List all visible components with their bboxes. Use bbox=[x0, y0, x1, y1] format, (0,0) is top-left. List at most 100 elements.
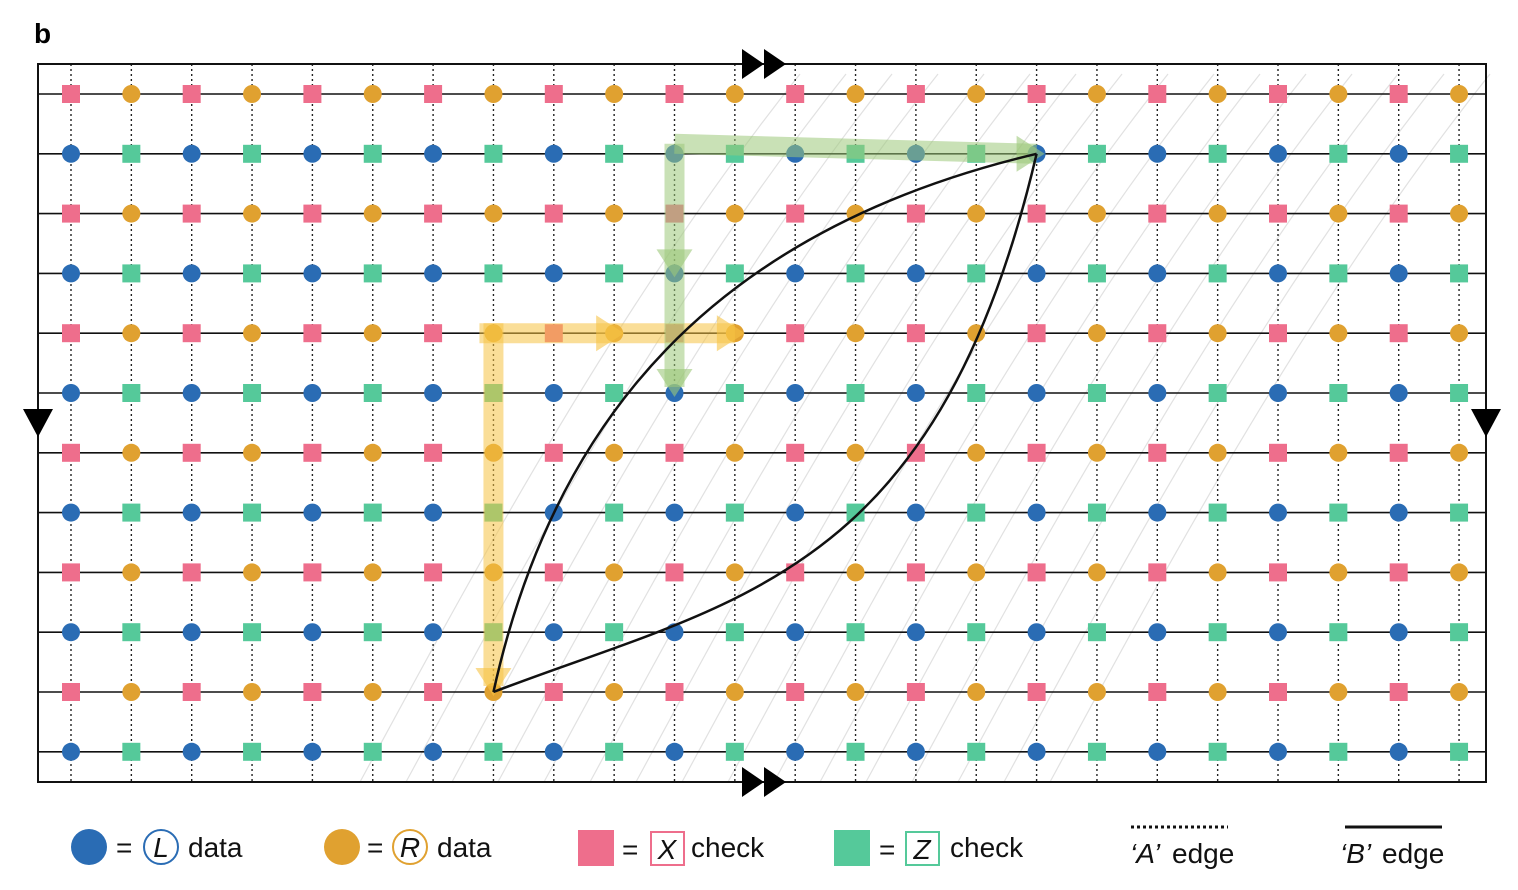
r-data-node bbox=[1208, 204, 1227, 223]
yellow-arrow-head bbox=[716, 315, 745, 352]
z-check-node bbox=[846, 264, 865, 283]
l-data-node bbox=[303, 144, 322, 163]
x-check-node bbox=[303, 85, 322, 103]
x-check-node bbox=[544, 204, 563, 223]
logical-paths bbox=[475, 133, 1045, 696]
l-data-node bbox=[1269, 384, 1287, 402]
skew-line bbox=[359, 73, 801, 783]
r-data-node bbox=[1329, 85, 1348, 103]
r-data-node bbox=[363, 204, 382, 223]
l-data-node bbox=[665, 503, 684, 522]
l-data-node bbox=[1148, 742, 1167, 761]
z-check-node bbox=[243, 384, 262, 402]
z-check-node bbox=[967, 264, 986, 283]
r-data-node bbox=[1087, 85, 1106, 103]
l-data-node bbox=[786, 623, 805, 642]
z-check-node bbox=[605, 503, 624, 522]
z-check-node bbox=[605, 623, 624, 642]
z-check-node bbox=[122, 384, 141, 402]
yellow-arrow-head bbox=[475, 668, 512, 696]
z-check-node bbox=[1329, 384, 1348, 402]
x-check-node bbox=[424, 443, 443, 462]
lower-curve bbox=[493, 153, 1038, 694]
triangle bbox=[764, 49, 786, 79]
z-check-node bbox=[1208, 144, 1227, 163]
r-data-node bbox=[1208, 683, 1227, 701]
x-check-node bbox=[786, 324, 805, 343]
legend-equals: = bbox=[367, 832, 383, 863]
triangle-down-icon bbox=[23, 409, 53, 437]
x-check-node bbox=[906, 683, 925, 701]
l-data-node bbox=[906, 384, 925, 402]
x-check-node bbox=[1027, 443, 1046, 462]
z-check-node bbox=[605, 384, 624, 402]
x-check-node bbox=[544, 563, 563, 582]
triangle bbox=[742, 767, 764, 797]
z-check-node bbox=[1329, 144, 1348, 163]
r-data-node bbox=[243, 85, 262, 103]
r-data-node bbox=[122, 563, 141, 582]
l-data-node bbox=[906, 623, 925, 642]
z-check-node bbox=[363, 264, 382, 283]
l-data-node bbox=[424, 144, 443, 163]
z-check-node bbox=[363, 384, 382, 402]
legend-r-dot bbox=[324, 829, 360, 865]
l-data-node bbox=[906, 264, 925, 283]
legend-z-square bbox=[834, 830, 870, 866]
l-data-node bbox=[1148, 623, 1167, 642]
l-data-node bbox=[1389, 623, 1408, 642]
r-data-node bbox=[725, 85, 744, 103]
l-data-node bbox=[303, 623, 322, 642]
l-data-node bbox=[1027, 623, 1046, 642]
skew-line bbox=[911, 73, 1353, 783]
z-check-node bbox=[1208, 264, 1227, 283]
l-data-node bbox=[303, 503, 322, 522]
z-check-node bbox=[122, 503, 141, 522]
x-check-node bbox=[62, 324, 80, 343]
z-check-node bbox=[1087, 264, 1106, 283]
x-check-node bbox=[665, 85, 684, 103]
panel-label: b bbox=[34, 18, 52, 49]
skew-line bbox=[819, 73, 1261, 783]
z-check-node bbox=[363, 144, 382, 163]
r-data-node bbox=[122, 85, 141, 103]
legend: = L data = R data = X check = bbox=[71, 825, 1444, 869]
l-data-node bbox=[1027, 503, 1046, 522]
l-data-node bbox=[424, 384, 443, 402]
z-check-node bbox=[1329, 264, 1348, 283]
skew-line bbox=[681, 73, 1123, 783]
r-data-node bbox=[725, 443, 744, 462]
r-data-node bbox=[122, 683, 141, 701]
r-data-node bbox=[967, 443, 986, 462]
l-data-node bbox=[424, 503, 443, 522]
l-data-node bbox=[544, 144, 563, 163]
z-check-node bbox=[1208, 384, 1227, 402]
r-data-node bbox=[1208, 324, 1227, 343]
r-data-node bbox=[122, 204, 141, 223]
x-check-node bbox=[62, 204, 80, 223]
background-skew-lines bbox=[359, 73, 1491, 783]
x-check-node bbox=[544, 683, 563, 701]
l-data-node bbox=[786, 503, 805, 522]
r-data-node bbox=[605, 563, 624, 582]
z-check-node bbox=[243, 264, 262, 283]
x-check-node bbox=[906, 324, 925, 343]
r-data-node bbox=[846, 324, 865, 343]
x-check-node bbox=[303, 563, 322, 582]
skew-line bbox=[1003, 73, 1445, 783]
r-data-node bbox=[1208, 563, 1227, 582]
l-data-node bbox=[1269, 503, 1287, 522]
r-data-node bbox=[1329, 563, 1348, 582]
green-arrow-head bbox=[656, 249, 693, 278]
x-check-node bbox=[906, 204, 925, 223]
skew-line bbox=[589, 73, 1031, 783]
x-check-node bbox=[906, 443, 925, 462]
x-check-node bbox=[1269, 204, 1287, 223]
x-check-node bbox=[1269, 85, 1287, 103]
x-check-node bbox=[303, 443, 322, 462]
r-data-node bbox=[1450, 85, 1469, 103]
r-data-node bbox=[1450, 204, 1469, 223]
x-check-node bbox=[182, 683, 201, 701]
legend-l-symbol: L bbox=[153, 832, 169, 863]
